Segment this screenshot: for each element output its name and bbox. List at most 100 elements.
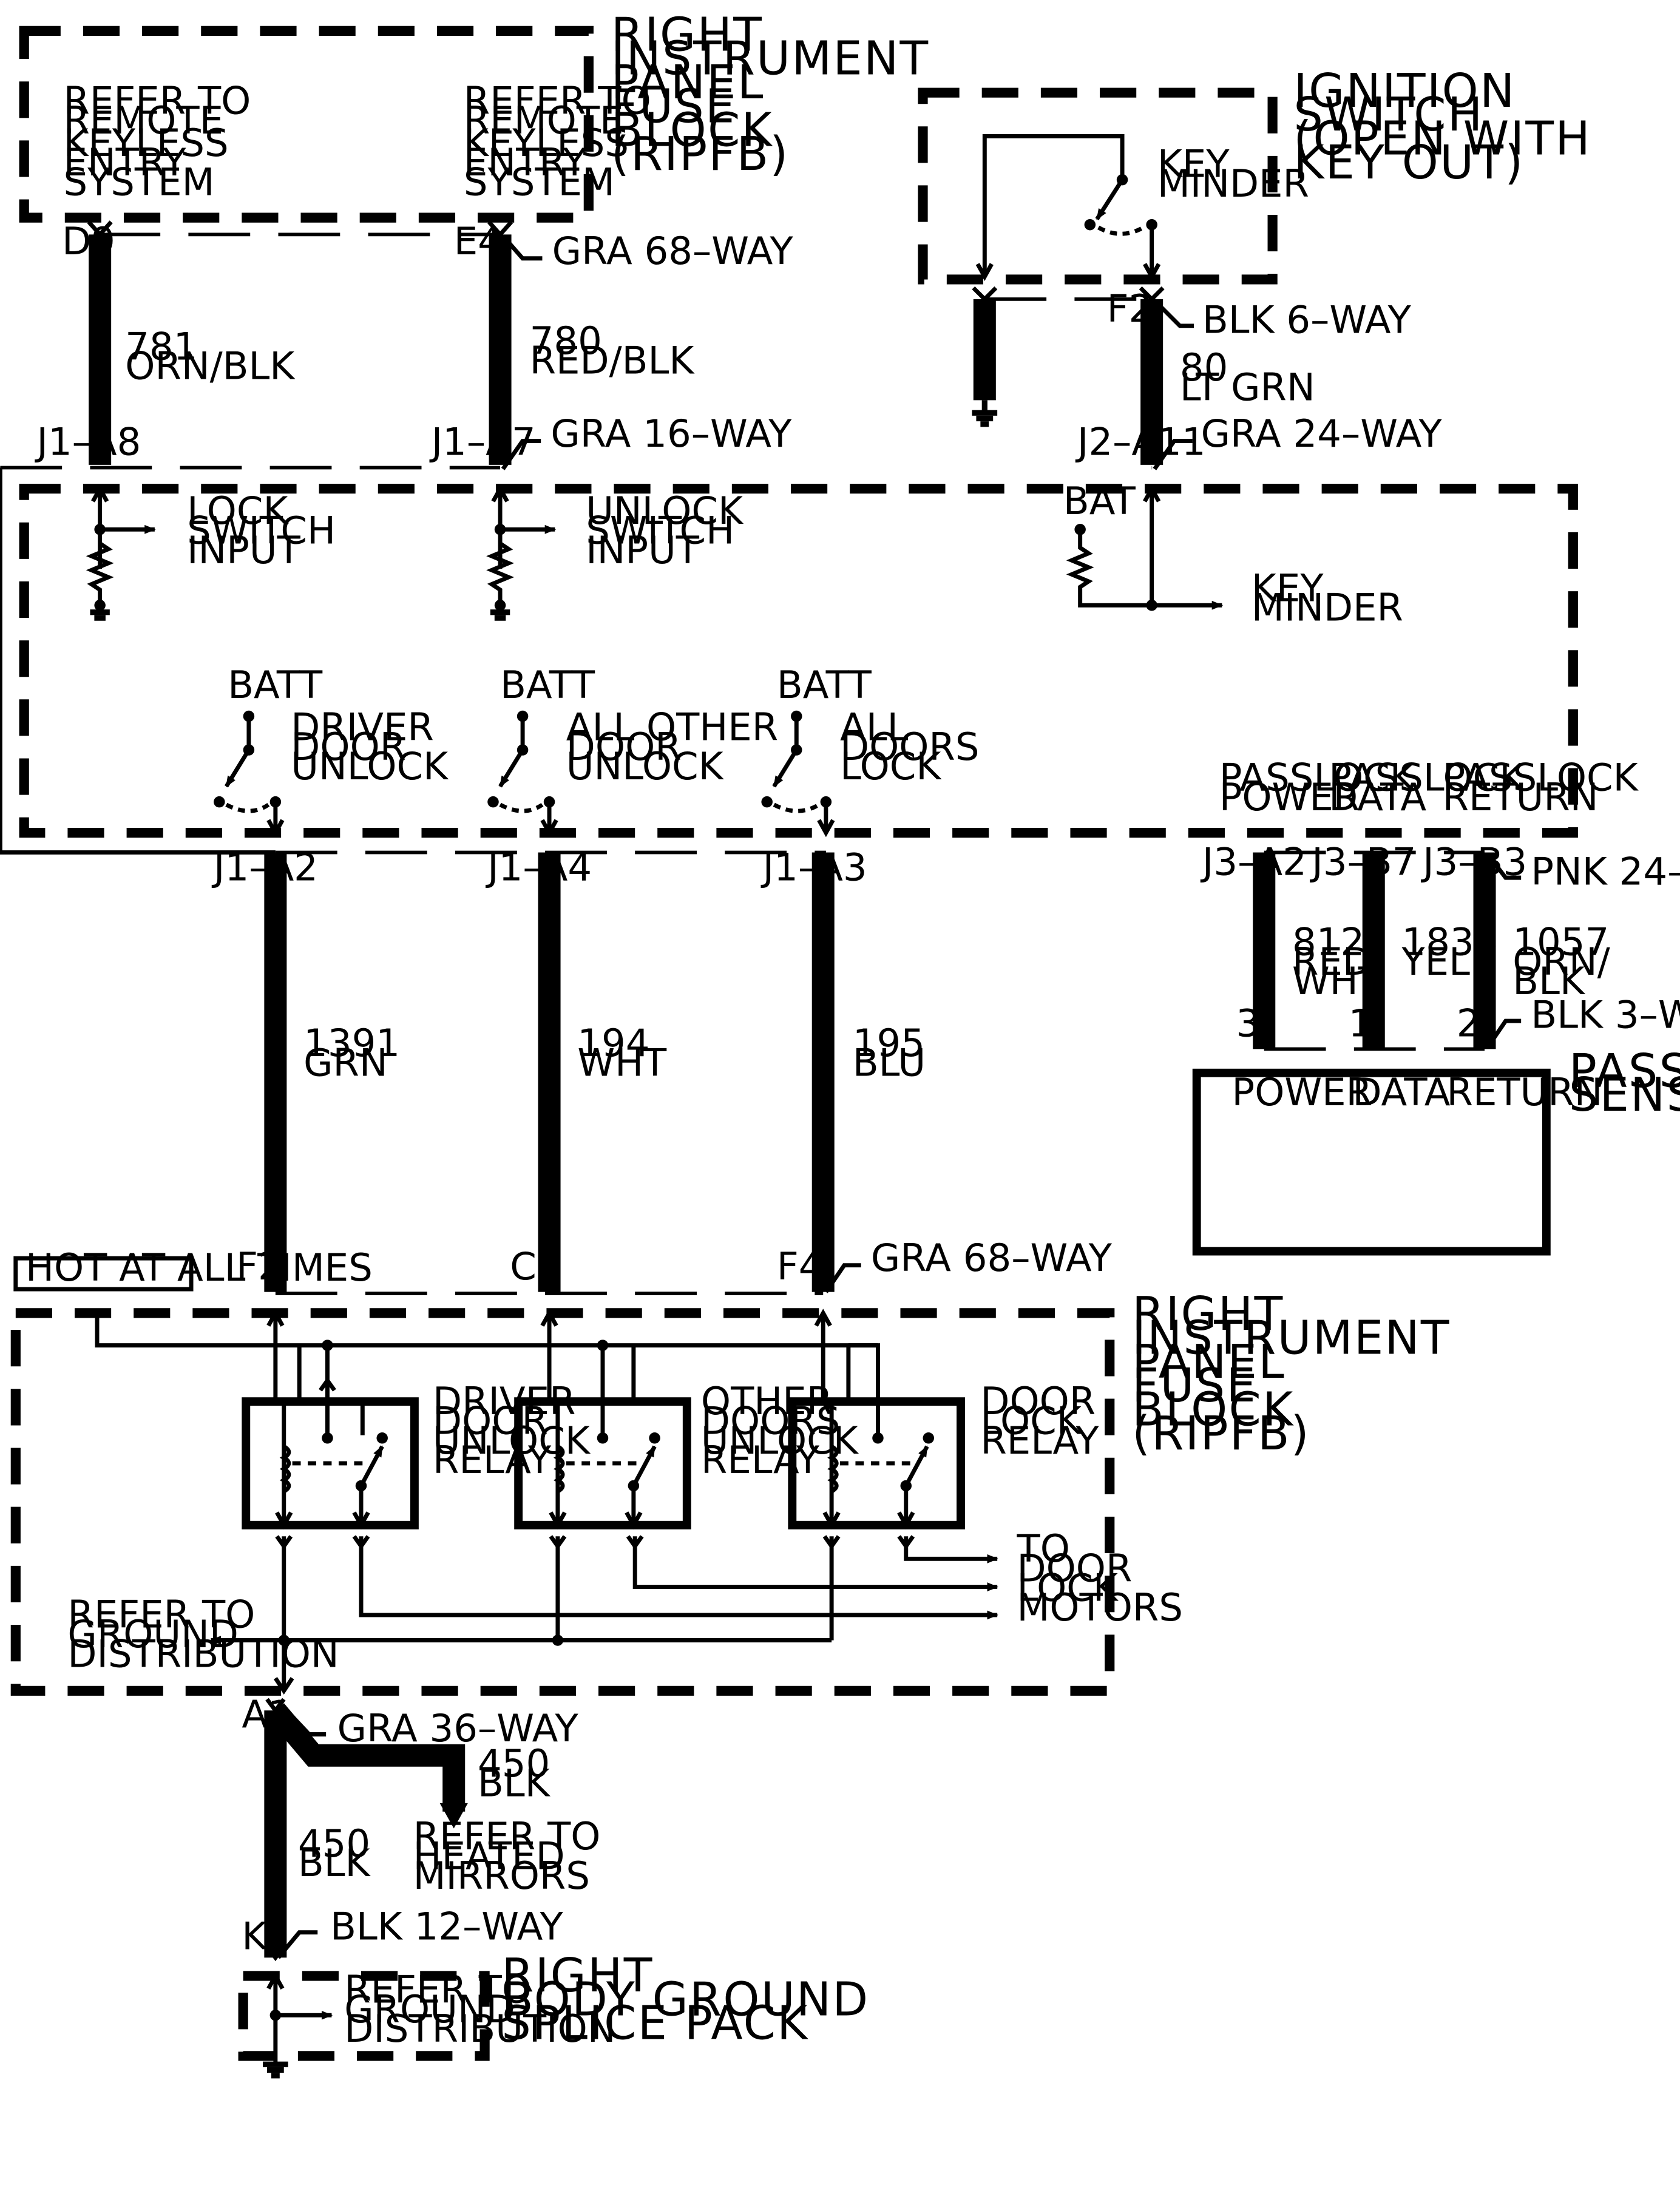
passlock-data-label: PASSLOCK DATA (1329, 756, 1536, 819)
passlock-power-label: PASSLOCK POWER (1219, 756, 1427, 819)
wire-781: 781 ORN/BLK (87, 220, 296, 465)
svg-text:450 BLK: 450 BLK (478, 1741, 562, 1805)
relay-door-lock: DOOR LOCK RELAY (788, 1343, 1108, 1530)
connector-label-gra-24-way: GRA 24–WAY (1201, 412, 1443, 456)
passlock-sensor-title: PASSLOCK SENSOR (1569, 1045, 1680, 1122)
output-all-other-door-unlock: BATT ALL OTHER DOOR UNLOCK (487, 663, 790, 838)
sensor-return-label: RETURN (1447, 1070, 1603, 1114)
svg-text:781 ORN/BLK: 781 ORN/BLK (125, 324, 296, 388)
pin-f2-ripfb: F2 (236, 1244, 282, 1289)
ripfb-bottom-title: RIGHT INSTRUMENT PANEL FUSE BLOCK (RIPFB… (1132, 1287, 1466, 1461)
wire-450-main-color: BLK (298, 1841, 371, 1885)
wire-450-branch-circuit: 450 (478, 1741, 550, 1786)
relay-driver-door-unlock: DRIVER DOOR UNLOCK RELAY (242, 1340, 602, 1530)
ground-harness: A1 GRA 36–WAY 450 BLK REFER TO HEATED MI… (242, 1692, 613, 1962)
pin-j1-a7: J1–A7 (429, 420, 536, 464)
ignition-switch: IGNITION SWITCH (OPEN WITH KEY OUT) KEY … (918, 64, 1607, 285)
pin-2: 2 (1457, 1001, 1481, 1046)
ground-icon (263, 2061, 288, 2079)
splice-pack-title: RIGHT BODY GROUND SPLICE PACK (501, 1949, 886, 2051)
wire-80-color: LT GRN (1180, 365, 1315, 409)
svg-text:195 BLU: 195 BLU (853, 1021, 937, 1085)
splice-ground-ref: REFER TO GROUND DISTRIBUTION (344, 1967, 615, 2051)
ignition-title: IGNITION SWITCH (OPEN WITH KEY OUT) (1293, 64, 1607, 190)
wire-450-branch-color: BLK (478, 1761, 551, 1805)
wire-812-label: 812 RED/ WHT (1292, 920, 1397, 1003)
pin-k: K (242, 1914, 268, 1959)
svg-text:UNLOCK SWITCH: UNLOCK SWITCH INPUT (586, 489, 755, 572)
wire-80: 80 LT GRN (1140, 299, 1315, 465)
connector-label-gra-16-way: GRA 16–WAY (550, 412, 792, 456)
wire-1836-label: 1836 YEL (1401, 920, 1511, 983)
hot-at-all-times-label: HOT AT ALL TIMES (25, 1245, 373, 1290)
ripfb-top-title: RIGHT INSTRUMENT PANEL FUSE BLOCK (RIPFB… (611, 8, 946, 181)
sensor-power-label: POWER (1232, 1070, 1372, 1114)
pin-1: 1 (1349, 1001, 1373, 1046)
wire-781-color: ORN/BLK (125, 344, 296, 388)
ground-distribution-ref: REFER TO GROUND DISTRIBUTION (67, 1593, 339, 1676)
ripfb-bottom-block: RIGHT INSTRUMENT PANEL FUSE BLOCK (RIPFB… (10, 1287, 1466, 1696)
wire-450-branch (266, 1703, 466, 1812)
pin-c2-ripfb: C2 (510, 1244, 560, 1289)
ripfb-bottom-connector: HOT AT ALL TIMES F2 C2 F4 GRA 68–WAY (13, 1236, 1113, 1295)
svg-text:ALL OTHER DOOR: ALL OTHER DOOR UNLOCK (566, 705, 790, 788)
wire-780-circuit: 780 (530, 319, 602, 363)
ripfb-top-block: RIGHT INSTRUMENT PANEL FUSE BLOCK (RIPFB… (19, 8, 946, 223)
unlock-switch-input: UNLOCK SWITCH INPUT (486, 484, 755, 621)
svg-text:194 WHT: 194 WHT (577, 1021, 667, 1085)
svg-text:DRIVER DOOR UN: DRIVER DOOR UNLOCK (291, 705, 449, 788)
svg-text:KEY MINDER: KEY MINDER (1252, 566, 1403, 629)
pin-f4-ripfb: F4 (777, 1244, 823, 1289)
svg-text:LOCK SWITCH IN: LOCK SWITCH INPUT (187, 489, 348, 572)
wire-80-circuit: 80 (1180, 345, 1228, 390)
connector-label-gra-68-top: GRA 68–WAY (552, 229, 794, 273)
passlock-harness: J3–A2 J3–B7 J3–B3 PNK 24–WAY 812 RED/ WH… (1200, 839, 1680, 1051)
connector-label-blk-12-way: BLK 12–WAY (330, 1904, 563, 1948)
svg-text:BAT: BAT (1063, 479, 1136, 523)
ignition-connector: F2 BLK 6–WAY (972, 286, 1412, 427)
to-door-lock-motors-label: TO DOOR LOCK MOTORS (1017, 1526, 1183, 1630)
svg-text:1391 GRN: 1391 GRN (303, 1021, 412, 1085)
svg-text:ALL DOORS LOCK: ALL DOORS LOCK (840, 705, 991, 788)
svg-text:450 BLK: 450 BLK (298, 1821, 382, 1885)
ground-bus: REFER TO GROUND DISTRIBUTION (67, 1535, 841, 1695)
connector-label-blk-3-way: BLK 3–WAY (1531, 993, 1680, 1037)
output-driver-door-unlock: BATT DRIVER DOOR UNLOCK (214, 663, 449, 838)
svg-text:BATT: BATT (777, 663, 872, 707)
key-minder-input: BAT KEY MINDER (1063, 479, 1403, 630)
ground-icon (972, 400, 998, 427)
ripfb-top-left-ref: REFER TO REMOTE KEYLESS ENTRY SYSTEM (63, 78, 263, 204)
pin-j1-a8: J1–A8 (35, 420, 141, 464)
svg-text:BATT: BATT (500, 663, 595, 707)
sensor-data-label: DATA (1353, 1070, 1451, 1114)
motor-outputs: TO DOOR LOCK MOTORS (352, 1526, 1183, 1630)
heated-mirrors-ref: REFER TO HEATED MIRRORS (413, 1814, 613, 1898)
wire-450-main-circuit: 450 (298, 1821, 370, 1866)
wire-780: 780 RED/BLK (487, 220, 696, 465)
ripfb-top-right-ref: REFER TO REMOTE KEYLESS ENTRY SYSTEM (464, 78, 663, 204)
body-ground-splice-pack: REFER TO GROUND DISTRIBUTION RIGHT BODY … (238, 1949, 886, 2079)
wire-195: 195 BLU (811, 852, 937, 1292)
connector-label-pnk-24-way: PNK 24–WAY (1531, 850, 1680, 894)
passlock-sensor: POWER DATA RETURN PASSLOCK SENSOR (1192, 1045, 1680, 1256)
svg-text:DOOR LOCK RELA: DOOR LOCK RELAY (980, 1379, 1108, 1463)
passlock-return-label: PASSLOCK RETURN (1443, 756, 1650, 819)
connector-label-blk-6-way: BLK 6–WAY (1202, 297, 1412, 342)
output-all-doors-lock: BATT ALL DOORS LOCK (761, 663, 991, 838)
svg-text:80 LT GRN: 80 LT GRN (1180, 345, 1315, 409)
wire-194: 194 WHT (538, 852, 667, 1292)
key-minder-switch-label: KEY MINDER (1157, 142, 1309, 206)
connector-label-gra-68-bottom: GRA 68–WAY (871, 1236, 1113, 1280)
connector-gra-68-top: D9 E4 GRA 68–WAY (62, 219, 793, 273)
svg-text:780 RED/BLK: 780 RED/BLK (530, 319, 696, 382)
pin-3: 3 (1236, 1001, 1260, 1046)
connector-label-gra-36-way: GRA 36–WAY (337, 1706, 579, 1750)
svg-text:OTHER DOORS UN: OTHER DOORS UNLOCK RELAY (701, 1379, 870, 1482)
relay-other-doors-unlock: OTHER DOORS UNLOCK RELAY (514, 1340, 870, 1530)
svg-text:BATT: BATT (228, 663, 323, 707)
svg-text:DRIVER DOOR UN: DRIVER DOOR UNLOCK RELAY (433, 1379, 602, 1482)
wire-1391: 1391 GRN (264, 852, 412, 1292)
wire-780-color: RED/BLK (530, 338, 696, 382)
wire-781-circuit: 781 (125, 324, 197, 368)
